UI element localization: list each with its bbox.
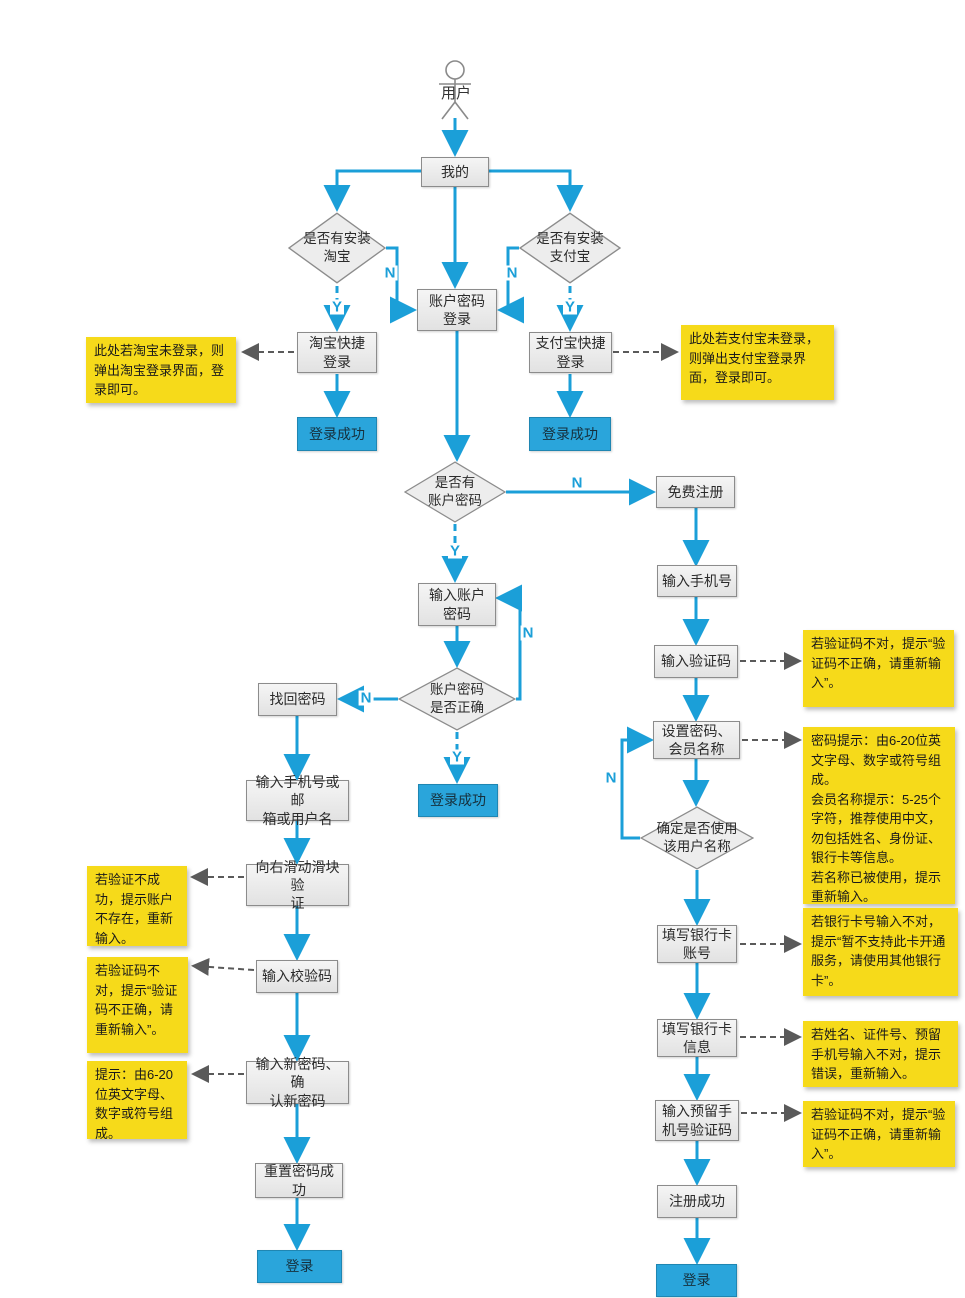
node-reset-success: 重置密码成 功 [255,1163,343,1198]
branch-label-y-login-success: Y [449,748,465,766]
note-alipay-not-logged: 此处若支付宝未登录，则弹出支付宝登录界面，登录即可。 [681,325,834,400]
diamond-shape [640,806,754,870]
note-hint-620: 提示：由6-20位英文字母、数字或符号组成。 [87,1061,187,1141]
note-bankcard-wrong: 若银行卡号输入不对，提示“暂不支持此卡开通服务，请使用其他银行卡”。 [803,908,958,996]
note-taobao-not-logged: 此处若淘宝未登录，则弹出淘宝登录界面，登录即可。 [86,337,236,403]
note-captcha-wrong: 若验证码不对，提示“验证码不正确，请重新输入”。 [803,630,954,707]
note-checkcode-wrong: 若验证码不对，提示“验证码不正确，请重新输入”。 [87,957,188,1053]
node-login-success-taobao: 登录成功 [297,417,377,451]
branch-label-n-find-password: N [358,689,374,707]
node-input-newpass: 输入新密码、确 认新密码 [246,1056,349,1109]
decision-use-username: 确定是否使用 该用户名称 [640,806,754,870]
decision-use-username-label: 确定是否使用 该用户名称 [656,820,738,854]
branch-label-n-register: N [569,474,585,492]
decision-has-account-label: 是否有 账户密码 [428,474,482,508]
note-link-checkcode [191,957,255,976]
node-login-right: 登录 [656,1264,737,1297]
diamond-shape [288,212,386,284]
node-account-login: 账户密码 登录 [417,289,497,331]
node-slide-verify: 向右滑动滑块验 证 [246,859,349,911]
node-login-left: 登录 [257,1250,342,1283]
note-reserved-code-wrong: 若验证码不对，提示“验证码不正确，请重新输入”。 [803,1101,955,1167]
decision-taobao-label: 是否有安装 淘宝 [303,230,371,264]
decision-alipay-installed: 是否有安装 支付宝 [519,212,621,284]
branch-label-n-username: N [603,769,619,787]
node-fill-bankinfo: 填写银行卡 信息 [657,1019,737,1057]
node-login-success-alipay: 登录成功 [529,417,611,451]
node-fill-bankcard: 填写银行卡 账号 [657,925,737,963]
node-input-account: 输入账户 密码 [418,583,496,626]
node-free-register: 免费注册 [656,476,735,508]
decision-password-correct-label: 账户密码 是否正确 [430,681,484,715]
node-register-success: 注册成功 [657,1185,737,1218]
node-set-password: 设置密码、 会员名称 [653,721,740,759]
diamond-shape [398,667,516,731]
branch-label-n-alipay: N [504,264,520,282]
note-password-rules: 密码提示：由6-20位英文字母、数字或符号组成。 会员名称提示：5-25个字符，… [803,727,955,904]
node-input-captcha: 输入验证码 [654,645,738,678]
branch-label-y-taobao: Y [329,298,345,316]
node-input-reserved-code: 输入预留手 机号验证码 [655,1100,739,1141]
node-find-password: 找回密码 [258,683,337,716]
decision-taobao-installed: 是否有安装 淘宝 [288,212,386,284]
note-bankinfo-wrong: 若姓名、证件号、预留手机号输入不对，提示错误，重新输入。 [803,1021,958,1087]
branch-label-n-taobao: N [382,264,398,282]
diamond-shape [519,212,621,284]
node-input-phone: 输入手机号 [657,565,737,597]
branch-label-n-retry-password: N [520,624,536,642]
node-alipay-quick-login: 支付宝快捷 登录 [529,332,612,373]
diamond-shape [404,461,506,523]
arrow-wode-to-alipay-decision [489,169,584,212]
node-login-success-middle: 登录成功 [418,784,498,817]
decision-has-account: 是否有 账户密码 [404,461,506,523]
node-taobao-quick-login: 淘宝快捷 登录 [297,332,377,373]
node-input-phone-email: 输入手机号或邮 箱或用户名 [246,774,349,827]
decision-password-correct: 账户密码 是否正确 [398,667,516,731]
arrow-wode-to-taobao-decision [323,169,421,212]
note-verify-fail: 若验证不成功，提示账户不存在，重新输入。 [87,866,187,946]
node-input-checkcode: 输入校验码 [256,960,338,993]
actor-user-label: 用户 [440,85,471,102]
node-wode: 我的 [421,157,489,187]
branch-label-y-alipay: Y [562,298,578,316]
branch-label-y-has-account: Y [447,542,463,560]
decision-alipay-label: 是否有安装 支付宝 [536,230,604,264]
